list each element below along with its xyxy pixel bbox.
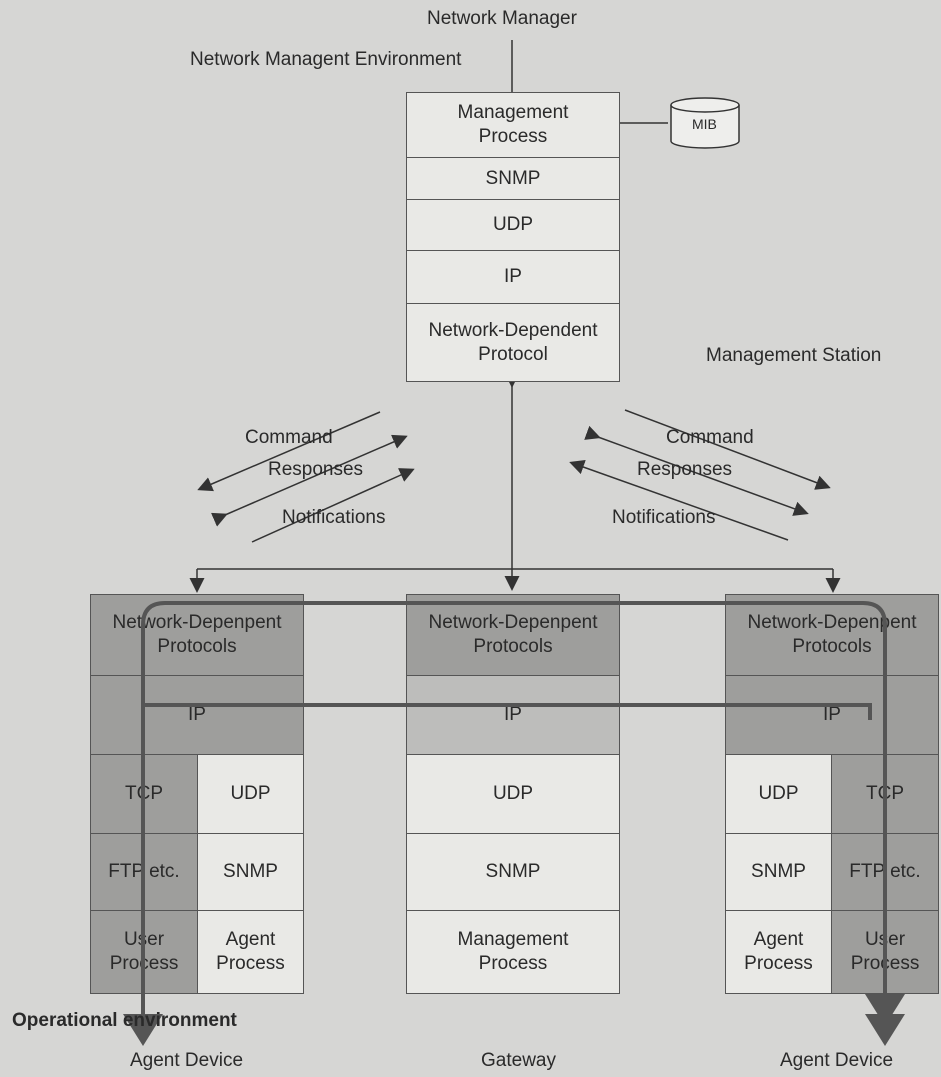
right-notifications-arrow: [569, 459, 789, 541]
left-responses-arrow: [211, 434, 408, 527]
left-udp: UDP: [197, 754, 304, 834]
environment-label: Network Managent Environment: [190, 49, 462, 70]
left-ftp: FTP etc.: [90, 833, 198, 911]
left-notifications-label: Notifications: [282, 507, 386, 528]
station-udp: UDP: [406, 199, 620, 251]
gateway-label: Gateway: [481, 1050, 556, 1071]
management-station-label: Management Station: [706, 345, 882, 366]
station-network-dependent-protocol: Network-Dependent Protocol: [406, 303, 620, 382]
right-udp: UDP: [725, 754, 832, 834]
left-user-process: User Process: [90, 910, 198, 994]
gateway-network-dependent-protocols: Network-Depenpent Protocols: [406, 594, 620, 676]
gateway-ip: IP: [406, 675, 620, 755]
gateway-udp: UDP: [406, 754, 620, 834]
agent-device-right-label: Agent Device: [780, 1050, 894, 1071]
left-ip: IP: [90, 675, 304, 755]
right-user-process: User Process: [831, 910, 939, 994]
right-responses-arrow: [584, 425, 809, 516]
left-command-label: Command: [245, 427, 333, 448]
right-command-label: Command: [666, 427, 754, 448]
right-snmp: SNMP: [725, 833, 832, 911]
right-network-dependent-protocols: Network-Depenpent Protocols: [725, 594, 939, 676]
network-manager-label: Network Manager: [427, 8, 577, 29]
station-ip: IP: [406, 250, 620, 304]
left-tcp: TCP: [90, 754, 198, 834]
left-notifications-arrow: [251, 468, 415, 543]
operational-environment-label: Operational environment: [12, 1010, 237, 1031]
gateway-snmp: SNMP: [406, 833, 620, 911]
agent-device-left-label: Agent Device: [130, 1050, 244, 1071]
right-tcp: TCP: [831, 754, 939, 834]
station-snmp: SNMP: [406, 157, 620, 200]
gateway-management-process: Management Process: [406, 910, 620, 994]
left-responses-label: Responses: [268, 459, 364, 480]
right-ip: IP: [725, 675, 939, 755]
left-agent-process: Agent Process: [197, 910, 304, 994]
right-ftp: FTP etc.: [831, 833, 939, 911]
station-management-process: Management Process: [406, 92, 620, 158]
right-agent-process: Agent Process: [725, 910, 832, 994]
mib-label: MIB: [692, 116, 717, 132]
right-notifications-label: Notifications: [612, 507, 716, 528]
right-responses-label: Responses: [637, 459, 733, 480]
left-network-dependent-protocols: Network-Depenpent Protocols: [90, 594, 304, 676]
left-snmp: SNMP: [197, 833, 304, 911]
